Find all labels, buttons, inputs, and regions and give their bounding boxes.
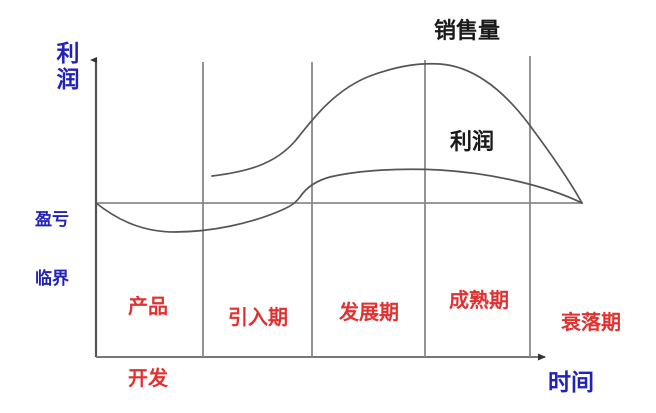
stage-label-growth: 发展期	[339, 300, 399, 324]
stage-label-development-line1: 产品	[128, 294, 168, 318]
breakeven-label-line2: 临界	[35, 268, 69, 289]
stage-label-development-line2: 开发	[128, 366, 168, 390]
breakeven-label-line1: 盈亏	[35, 210, 69, 231]
stage-label-maturity: 成熟期	[449, 288, 509, 312]
y-axis-label-char1: 利润	[56, 41, 80, 93]
stage-label-development: 产品 开发 阶段	[100, 246, 196, 413]
stage-label-introduction: 引入期	[228, 305, 288, 329]
sales-volume-curve	[211, 62, 583, 204]
breakeven-label: 盈亏 临界	[14, 172, 90, 328]
profit-curve	[95, 168, 583, 233]
x-axis-label: 时间	[548, 370, 594, 396]
profit-curve-label: 利润	[450, 130, 495, 155]
sales-volume-curve-label: 销售量	[434, 19, 501, 44]
y-axis-label: 利润	[48, 41, 88, 94]
stage-label-decline: 衰落期	[561, 310, 621, 334]
